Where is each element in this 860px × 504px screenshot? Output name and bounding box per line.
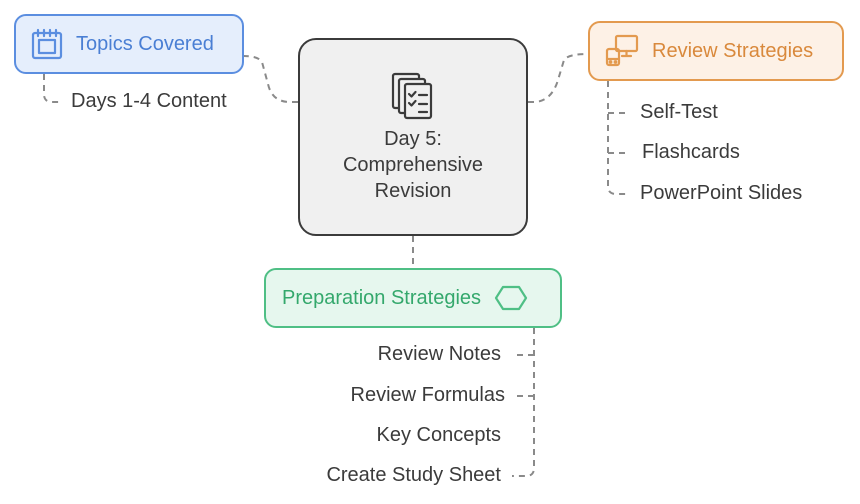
calendar-icon: [30, 27, 64, 61]
prep-item-review-formulas: Review Formulas: [350, 384, 505, 406]
review-item-self-test: Self-Test: [640, 101, 718, 123]
topics-item-days-content: Days 1-4 Content: [71, 90, 227, 112]
presentation-screen-icon: [604, 33, 640, 69]
checklist-documents-icon: [389, 70, 437, 122]
central-title-line-1: Day 5:: [384, 128, 442, 150]
review-item-flashcards: Flashcards: [642, 141, 740, 163]
preparation-strategies-node: Preparation Strategies: [264, 268, 562, 328]
prep-item-create-study-sheet: Create Study Sheet: [326, 464, 501, 486]
preparation-strategies-label: Preparation Strategies: [282, 286, 482, 309]
topics-covered-node: Topics Covered: [14, 14, 244, 74]
prep-item-key-concepts: Key Concepts: [376, 424, 501, 446]
hexagon-icon: [493, 284, 529, 312]
central-topic-node: Day 5: Comprehensive Revision: [298, 38, 528, 236]
central-topic-title: Day 5: Comprehensive Revision: [318, 126, 508, 204]
review-item-powerpoint-slides: PowerPoint Slides: [640, 182, 803, 204]
review-strategies-label: Review Strategies: [652, 39, 814, 62]
review-strategies-node: Review Strategies: [588, 21, 844, 81]
topics-covered-label: Topics Covered: [76, 32, 214, 55]
prep-item-review-notes: Review Notes: [377, 343, 501, 365]
central-title-line-2: Comprehensive: [342, 154, 484, 176]
central-title-line-3: Revision: [374, 180, 452, 202]
